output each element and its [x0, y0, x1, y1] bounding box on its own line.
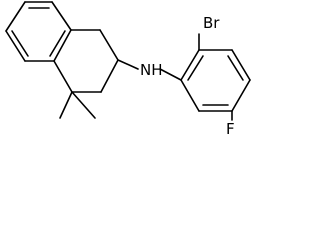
- bond: [231, 49, 251, 81]
- bond: [53, 60, 73, 93]
- double-bond-inner: [187, 55, 204, 81]
- bond: [53, 29, 72, 62]
- n-aryl-bond: [159, 68, 182, 81]
- double-bond-inner: [11, 30, 29, 57]
- bond: [180, 49, 200, 81]
- gem-dimethyl: [59, 91, 96, 119]
- benzene-ring-left: [5, 1, 72, 62]
- nh-label: NH: [140, 61, 163, 79]
- bond: [99, 29, 119, 61]
- structure-svg: NH Br F: [5, 1, 251, 138]
- double-bond-inner: [49, 30, 66, 57]
- methyl-bond: [71, 91, 96, 119]
- molecule-diagram: NH Br F: [5, 1, 251, 138]
- bond: [5, 1, 26, 32]
- bond: [51, 1, 72, 31]
- bond: [100, 59, 119, 93]
- f-label: F: [226, 120, 235, 138]
- aryl-ring-right: [180, 49, 251, 112]
- bond: [231, 79, 251, 112]
- saturated-ring: [53, 29, 119, 93]
- double-bond-inner: [227, 55, 244, 81]
- bond: [5, 30, 26, 62]
- bond: [180, 79, 200, 112]
- c-n-bond: [117, 59, 139, 70]
- br-label: Br: [203, 14, 220, 32]
- methyl-bond: [59, 91, 73, 119]
